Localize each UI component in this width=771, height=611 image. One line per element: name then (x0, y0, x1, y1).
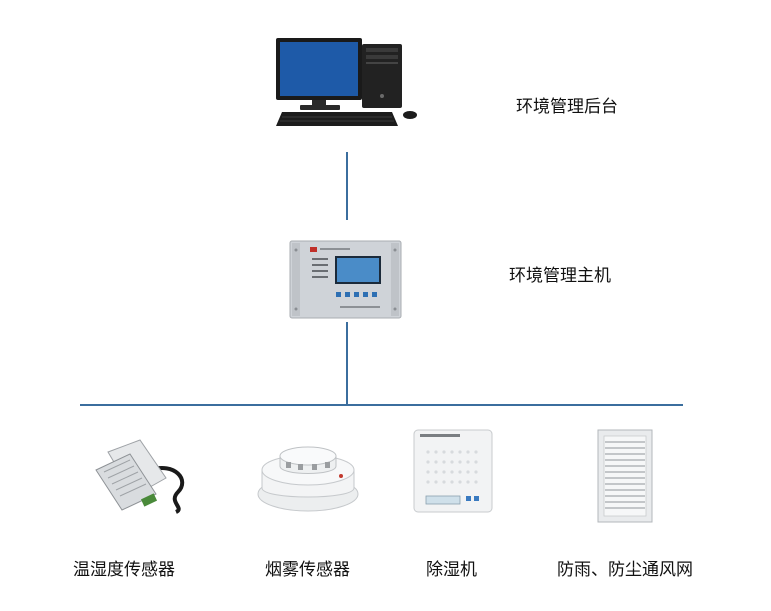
rack-controller-icon (289, 240, 402, 319)
device-label-vent: 防雨、防尘通风网 (557, 560, 693, 580)
smoke-detector-icon (257, 446, 359, 512)
device-label-smoke: 烟雾传感器 (265, 560, 350, 580)
backend-label: 环境管理后台 (516, 97, 618, 117)
desktop-computer-icon (276, 38, 417, 126)
louver-vent-icon (597, 429, 653, 523)
device-label-temp-humidity: 温湿度传感器 (73, 560, 175, 580)
device-label-dehumidifier: 除湿机 (426, 560, 477, 580)
connector-lines (80, 152, 683, 406)
temperature-humidity-sensor-icon (95, 439, 185, 514)
dehumidifier-icon (413, 429, 493, 513)
host-label: 环境管理主机 (509, 266, 611, 286)
